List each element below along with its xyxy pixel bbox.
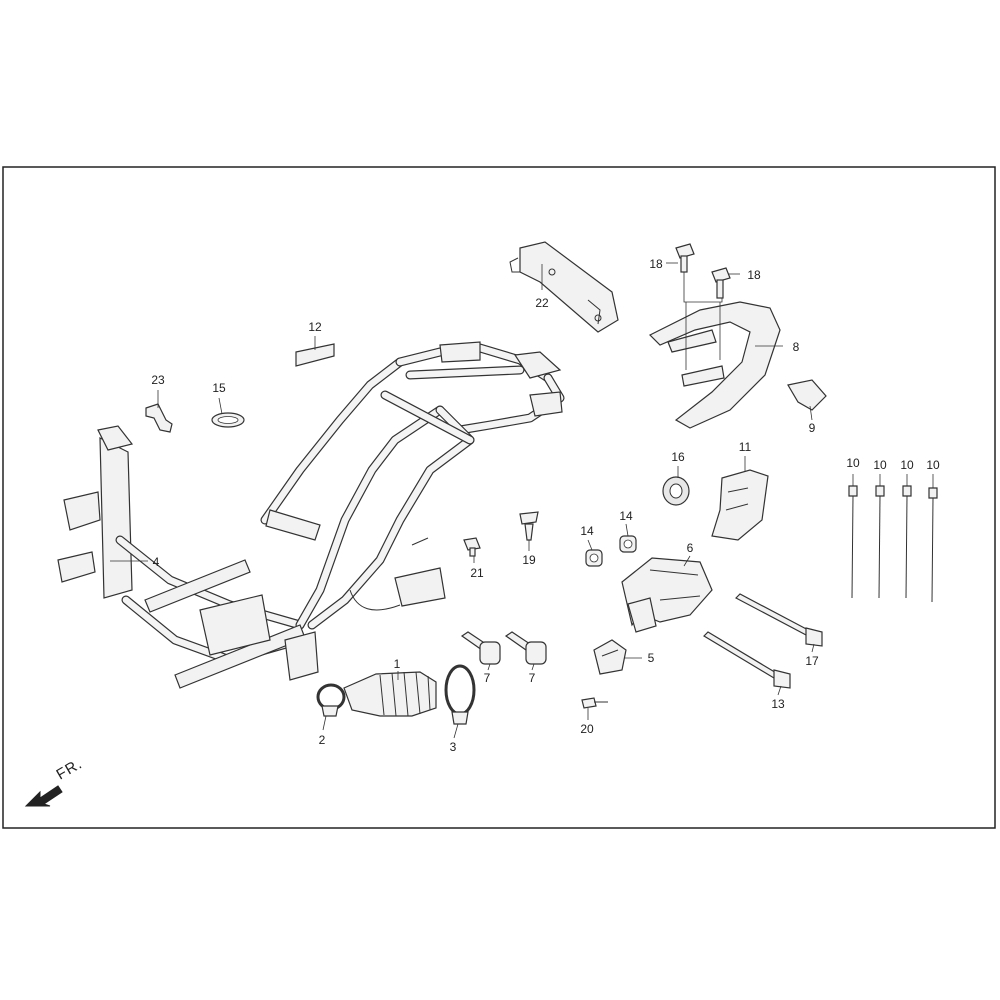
- part-5-rubber-mount[interactable]: [593, 639, 627, 675]
- part-12-plate[interactable]: [295, 343, 335, 367]
- callout-14b: 14: [619, 509, 633, 523]
- callout-13: 13: [771, 697, 785, 711]
- callout-15: 15: [212, 381, 226, 395]
- part-16-grommet[interactable]: [662, 476, 690, 506]
- part-22-bracket[interactable]: [509, 241, 619, 333]
- callout-18a: 18: [649, 257, 663, 271]
- part-8-grab-rail[interactable]: [648, 301, 781, 429]
- callout-4: 4: [153, 555, 160, 569]
- callout-labels: 22 12 23 15 4 8 9 18 18 16 11 10 10 10 1…: [151, 257, 940, 754]
- callout-14a: 14: [580, 524, 594, 538]
- part-23-clip-bracket[interactable]: [145, 403, 173, 433]
- part-17-long-bolt[interactable]: [735, 593, 823, 647]
- callout-10b: 10: [873, 458, 887, 472]
- callout-12: 12: [308, 320, 322, 334]
- callout-22: 22: [535, 296, 549, 310]
- callout-11: 11: [739, 440, 752, 454]
- callout-20: 20: [580, 722, 594, 736]
- callout-16: 16: [671, 450, 685, 464]
- part-11-cover[interactable]: [711, 469, 769, 541]
- part-10-cable-tie-b[interactable]: [875, 485, 885, 599]
- callout-18b: 18: [747, 268, 761, 282]
- part-9-end-cap[interactable]: [787, 379, 827, 411]
- callout-17: 17: [805, 654, 819, 668]
- part-7-bushing-a[interactable]: [460, 631, 501, 665]
- part-2-clamp[interactable]: [316, 683, 346, 717]
- callout-10c: 10: [900, 458, 914, 472]
- part-1-boot[interactable]: [343, 671, 437, 717]
- part-10-cable-tie-a[interactable]: [848, 485, 858, 599]
- callout-7b: 7: [529, 671, 536, 685]
- part-21-screw[interactable]: [463, 537, 481, 557]
- part-10-cable-tie-c[interactable]: [902, 485, 912, 599]
- part-14-nut-b[interactable]: [619, 535, 637, 553]
- part-19-push-clip[interactable]: [519, 511, 539, 541]
- front-arrow-icon: [24, 785, 63, 807]
- callout-6: 6: [687, 541, 694, 555]
- main-frame[interactable]: [57, 341, 565, 689]
- callout-8: 8: [793, 340, 800, 354]
- part-15-wire-loop[interactable]: [211, 412, 245, 428]
- callout-19: 19: [522, 553, 536, 567]
- callout-23: 23: [151, 373, 165, 387]
- part-6-engine-hanger[interactable]: [621, 557, 713, 633]
- part-13-long-bolt[interactable]: [703, 631, 791, 689]
- leader-lines: [110, 262, 934, 739]
- part-10-cable-tie-d[interactable]: [928, 487, 938, 603]
- callout-21: 21: [470, 566, 484, 580]
- part-3-clamp[interactable]: [444, 664, 476, 725]
- callout-2: 2: [319, 733, 326, 747]
- front-direction-indicator: FR.: [24, 755, 86, 807]
- part-20-screw[interactable]: [581, 697, 608, 709]
- callout-5: 5: [648, 651, 655, 665]
- callout-10d: 10: [926, 458, 940, 472]
- part-18-bolt-b[interactable]: [711, 267, 731, 299]
- diagram-border: [2, 166, 996, 829]
- callout-9: 9: [809, 421, 816, 435]
- callout-3: 3: [450, 740, 457, 754]
- part-18-bolt-a[interactable]: [675, 243, 695, 273]
- part-7-bushing-b[interactable]: [504, 631, 547, 665]
- callout-7a: 7: [484, 671, 491, 685]
- front-label: FR.: [54, 755, 86, 783]
- callout-10a: 10: [846, 456, 860, 470]
- part-14-nut-a[interactable]: [585, 549, 603, 567]
- callout-1: 1: [394, 657, 401, 671]
